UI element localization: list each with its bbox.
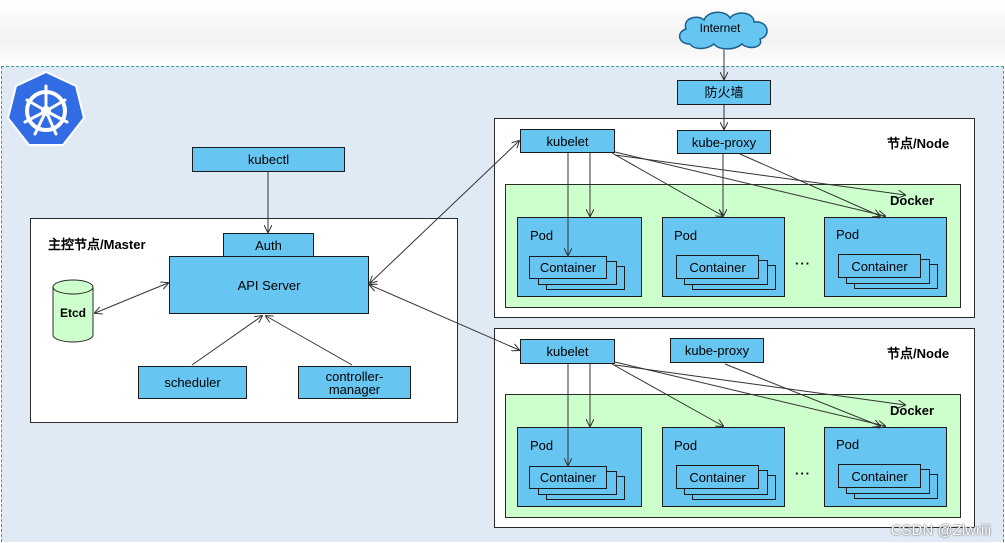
pod-label-2-3: Pod (836, 437, 860, 452)
container-2-3: Container (838, 464, 921, 488)
node-title-2: 节点/Node (887, 346, 950, 361)
kubelet-box-2: kubelet (520, 339, 615, 364)
kubernetes-helm-icon (6, 70, 86, 146)
kubectl-box: kubectl (192, 147, 345, 172)
master-title: 主控节点/Master (48, 237, 146, 252)
internet-label: Internet (699, 21, 741, 35)
ellipsis-1: ··· (795, 256, 811, 271)
container-2-2: Container (676, 465, 759, 489)
container-1-1: Container (529, 256, 607, 279)
docker-title-2: Docker (890, 403, 935, 418)
firewall-box: 防火墙 (677, 80, 771, 105)
top-background (0, 0, 1005, 66)
etcd-label: Etcd (59, 306, 86, 320)
docker-title-1: Docker (890, 193, 935, 208)
kube-proxy-box-1: kube-proxy (677, 130, 771, 154)
pod-label-2-2: Pod (674, 438, 698, 453)
pod-label-1-1: Pod (530, 228, 554, 243)
controller-manager-label: controller- manager (325, 368, 384, 397)
scheduler-box: scheduler (138, 366, 247, 399)
api-server-box: API Server (169, 256, 369, 314)
kubelet-box-1: kubelet (520, 129, 615, 153)
cloud-icon (678, 11, 768, 50)
kube-proxy-box-2: kube-proxy (670, 338, 764, 363)
csdn-watermark: CSDN @Zlwriii (890, 522, 991, 539)
ellipsis-2: ··· (795, 466, 811, 481)
controller-manager-box: controller- manager (298, 366, 411, 399)
node-title-1: 节点/Node (887, 136, 950, 151)
pod-label-1-3: Pod (836, 227, 860, 242)
container-2-1: Container (529, 466, 607, 489)
etcd-cylinder: Etcd (52, 279, 94, 343)
pod-label-1-2: Pod (674, 228, 698, 243)
internet-cloud: Internet (672, 8, 776, 50)
container-1-2: Container (676, 255, 759, 279)
container-1-3: Container (838, 254, 921, 278)
auth-box: Auth (223, 233, 314, 257)
database-icon (52, 279, 94, 343)
kubernetes-logo (6, 70, 86, 150)
pod-label-2-1: Pod (530, 438, 554, 453)
